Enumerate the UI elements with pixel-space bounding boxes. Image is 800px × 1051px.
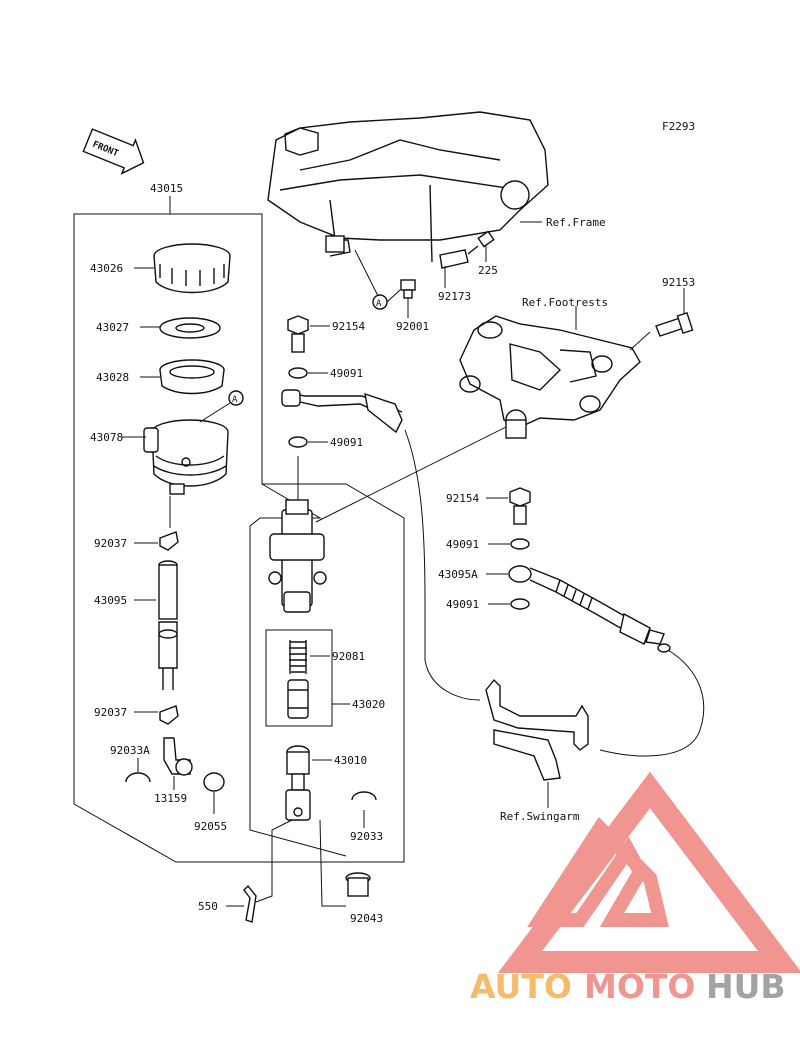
spring-92081 (289, 640, 307, 674)
diaphragm-43028 (159, 359, 225, 395)
assembly-outline-43015 (73, 213, 405, 863)
ref-footrests-label: Ref.Footrests (522, 296, 608, 309)
automotohub-logo: AUTO MOTO HUB (470, 771, 800, 1006)
cotter-pin-550 (243, 884, 257, 923)
label-43095: 43095 (94, 594, 127, 607)
subassembly-outline-43020 (265, 629, 333, 727)
washer-49091-c (510, 538, 530, 550)
pushrod-43010 (285, 745, 311, 821)
bolt-92154-right (509, 487, 531, 525)
reservoir-cap-43026 (153, 243, 231, 294)
pin-92043 (345, 872, 371, 897)
front-arrow-icon: FRONT (82, 128, 145, 175)
label-92154-top: 92154 (332, 320, 365, 333)
label-92154-right: 92154 (446, 492, 479, 505)
label-550: 550 (198, 900, 218, 913)
label-92173: 92173 (438, 290, 471, 303)
label-92001: 92001 (396, 320, 429, 333)
ref-frame-label: Ref.Frame (546, 216, 606, 229)
bolt-92154-top (287, 315, 309, 353)
bolt-92153 (655, 312, 694, 337)
diaphragm-plate-43027 (159, 317, 221, 339)
logo-text-hub: HUB (706, 967, 786, 1006)
label-92033A: 92033A (110, 744, 150, 757)
label-225: 225 (478, 264, 498, 277)
label-43028: 43028 (96, 371, 129, 384)
label-43095A: 43095A (438, 568, 478, 581)
logo-text-auto: AUTO (470, 967, 572, 1006)
label-49091-c: 49091 (446, 538, 479, 551)
washer-49091-d (510, 598, 530, 610)
hose-43095 (158, 560, 178, 690)
swingarm-hose-guide (485, 678, 589, 781)
circlip-92033 (351, 791, 377, 801)
brake-hose-upper (281, 389, 426, 660)
clamp-92037-top (159, 531, 179, 551)
clamp-92037-bottom (159, 705, 179, 725)
label-92037-top: 92037 (94, 537, 127, 550)
logo-text-moto: MOTO (584, 967, 695, 1006)
fitting-13159 (163, 737, 193, 776)
label-43020: 43020 (352, 698, 385, 711)
label-92037-bottom: 92037 (94, 706, 127, 719)
label-49091-b: 49091 (330, 436, 363, 449)
bolt-92001 (400, 279, 416, 299)
label-43015: 43015 (150, 182, 183, 195)
label-92043: 92043 (350, 912, 383, 925)
diagram-code: F2293 (662, 120, 695, 133)
piston-43020 (287, 679, 309, 719)
frame-part (267, 111, 549, 269)
callout-a-reservoir (228, 390, 244, 406)
svg-text:A: A (232, 395, 238, 405)
label-43010: 43010 (334, 754, 367, 767)
ref-swingarm-label: Ref.Swingarm (500, 810, 580, 823)
label-92055: 92055 (194, 820, 227, 833)
label-43027: 43027 (96, 321, 129, 334)
bolt-225 (467, 230, 495, 255)
master-cylinder-body (268, 499, 327, 613)
label-43026: 43026 (90, 262, 123, 275)
label-49091-a: 49091 (330, 367, 363, 380)
label-92033: 92033 (350, 830, 383, 843)
washer-49091-b (288, 436, 308, 448)
circlip-92033a (125, 772, 151, 783)
washer-49091-a (288, 367, 308, 379)
footrest-bracket (459, 315, 641, 439)
label-13159: 13159 (154, 792, 187, 805)
reservoir-body-43078 (143, 419, 229, 495)
oring-92055 (203, 772, 225, 792)
label-49091-d: 49091 (446, 598, 479, 611)
label-43078: 43078 (90, 431, 123, 444)
svg-text:A: A (376, 299, 382, 309)
label-92081: 92081 (332, 650, 365, 663)
label-92153: 92153 (662, 276, 695, 289)
hose-43095A (508, 565, 705, 757)
